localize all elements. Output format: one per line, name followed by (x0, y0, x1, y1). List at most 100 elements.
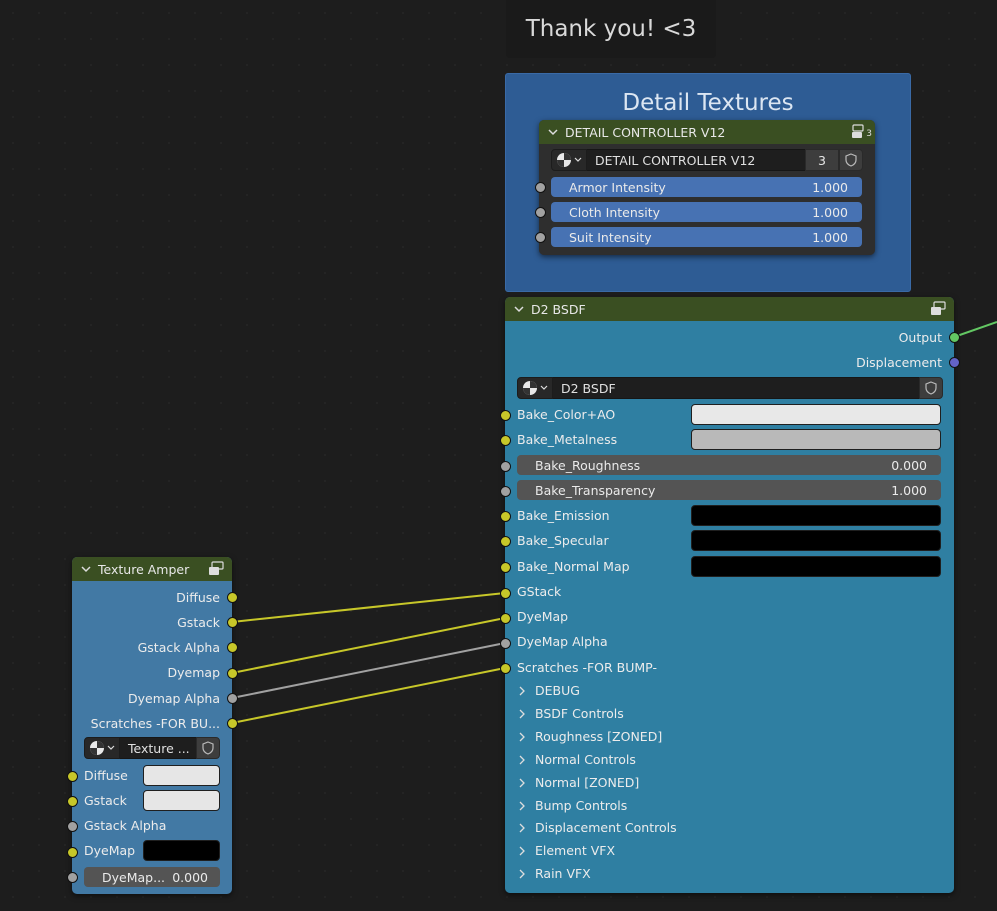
panel-normal-controls[interactable]: Normal Controls (517, 752, 636, 767)
group-name-field[interactable]: DETAIL CONTROLLER V12 (587, 149, 805, 171)
chevron-down-icon (540, 385, 548, 390)
socket-armor-intensity[interactable] (535, 182, 546, 193)
diffuse-output-label: Diffuse (176, 590, 220, 605)
gstack-alpha-input-label: Gstack Alpha (84, 818, 167, 833)
bake-roughness-slider[interactable]: Bake_Roughness 0.000 (517, 455, 941, 475)
panel-element-vfx[interactable]: Element VFX (517, 843, 615, 858)
node-tree-browse-button[interactable] (551, 149, 587, 171)
socket-dyemap-out[interactable] (227, 668, 238, 679)
socket-bake-transparency[interactable] (500, 486, 511, 497)
diffuse-swatch[interactable] (143, 765, 220, 786)
diffuse-input-label: Diffuse (84, 768, 128, 783)
node-header[interactable]: DETAIL CONTROLLER V12 3 (539, 120, 875, 144)
texture-amper-node[interactable]: Texture Amper Diffuse Gstack Gstack Alph… (67, 557, 238, 894)
chevron-right-icon (519, 801, 525, 810)
panel-bsdf-controls[interactable]: BSDF Controls (517, 706, 624, 721)
socket-gstack-alpha-in[interactable] (67, 821, 78, 832)
dyemap-swatch[interactable] (143, 840, 220, 861)
socket-dyemap-alpha-out[interactable] (227, 693, 238, 704)
group-name-field[interactable]: D2 BSDF (553, 377, 919, 399)
socket-scratches-out[interactable] (227, 718, 238, 729)
armor-intensity-slider[interactable]: Armor Intensity 1.000 (551, 177, 862, 197)
node-title: DETAIL CONTROLLER V12 (565, 124, 726, 140)
socket-diffuse-in[interactable] (67, 771, 78, 782)
slider-label: DyeMap... (102, 869, 166, 885)
socket-dyemap[interactable] (500, 613, 511, 624)
bake-normal-map-swatch[interactable] (691, 556, 941, 577)
socket-dyemap-in[interactable] (67, 847, 78, 858)
shield-icon (925, 381, 937, 395)
socket-bake-roughness[interactable] (500, 461, 511, 472)
socket-dyemap-alpha[interactable] (500, 638, 511, 649)
socket-displacement[interactable] (949, 357, 960, 368)
bake-color-ao-label: Bake_Color+AO (517, 407, 616, 422)
socket-bake-specular[interactable] (500, 536, 511, 547)
fake-user-button[interactable] (196, 737, 220, 759)
panel-debug[interactable]: DEBUG (517, 683, 580, 698)
socket-bake-emission[interactable] (500, 511, 511, 522)
socket-diffuse-out[interactable] (227, 592, 238, 603)
socket-scratches[interactable] (500, 663, 511, 674)
panel-displacement-controls[interactable]: Displacement Controls (517, 820, 677, 835)
node-user-count: 3 (866, 129, 872, 139)
socket-bake-normal-map[interactable] (500, 562, 511, 573)
detail-controller-node[interactable]: DETAIL CONTROLLER V12 3 DETAIL CONTROLLE… (535, 120, 875, 255)
socket-bake-metalness[interactable] (500, 435, 511, 446)
displacement-output-label: Displacement (856, 355, 942, 370)
socket-gstack-out[interactable] (227, 617, 238, 628)
socket-gstack-alpha-out[interactable] (227, 642, 238, 653)
collapse-chevron-icon[interactable] (513, 303, 525, 315)
chevron-down-icon (574, 157, 582, 162)
suit-intensity-slider[interactable]: Suit Intensity 1.000 (551, 227, 862, 247)
panel-roughness-zoned[interactable]: Roughness [ZONED] (517, 729, 662, 744)
node-group-icon[interactable] (208, 561, 226, 577)
socket-gstack[interactable] (500, 588, 511, 599)
dyemap-alpha-slider[interactable]: DyeMap... 0.000 (84, 867, 220, 887)
panel-rain-vfx[interactable]: Rain VFX (517, 866, 591, 881)
user-count-button[interactable]: 3 (805, 149, 839, 171)
socket-output[interactable] (949, 332, 960, 343)
bake-transparency-slider[interactable]: Bake_Transparency 1.000 (517, 480, 941, 500)
node-group-icon[interactable]: 3 (851, 124, 872, 140)
node-tree-browse-button[interactable] (517, 377, 553, 399)
group-selector[interactable]: Texture ... (84, 737, 220, 759)
cloth-intensity-slider[interactable]: Cloth Intensity 1.000 (551, 202, 862, 222)
slider-value: 0.000 (891, 457, 927, 473)
group-selector[interactable]: DETAIL CONTROLLER V12 3 (551, 149, 863, 171)
thank-you-frame[interactable]: Thank you! <3 (506, 0, 716, 58)
slider-label: Armor Intensity (569, 179, 666, 195)
panel-label: Roughness [ZONED] (535, 729, 663, 744)
node-tree-browse-button[interactable] (84, 737, 120, 759)
fake-user-button[interactable] (839, 149, 863, 171)
bake-emission-label: Bake_Emission (517, 508, 610, 523)
collapse-chevron-icon[interactable] (80, 563, 92, 575)
collapse-chevron-icon[interactable] (547, 126, 559, 138)
bake-color-ao-swatch[interactable] (691, 404, 941, 425)
chevron-right-icon (519, 846, 525, 855)
bake-specular-swatch[interactable] (691, 530, 941, 551)
slider-value: 1.000 (812, 229, 848, 245)
panel-normal-zoned[interactable]: Normal [ZONED] (517, 775, 639, 790)
gstack-swatch[interactable] (143, 790, 220, 811)
node-header[interactable]: D2 BSDF (505, 297, 954, 321)
shield-icon (845, 153, 857, 167)
panel-bump-controls[interactable]: Bump Controls (517, 798, 627, 813)
group-name-field[interactable]: Texture ... (120, 737, 196, 759)
group-selector[interactable]: D2 BSDF (517, 377, 943, 399)
panel-label: Displacement Controls (535, 820, 677, 835)
dyemap-input-label: DyeMap (84, 843, 136, 858)
bake-emission-swatch[interactable] (691, 505, 941, 526)
socket-gstack-in[interactable] (67, 796, 78, 807)
fake-user-button[interactable] (919, 377, 943, 399)
socket-suit-intensity[interactable] (535, 232, 546, 243)
panel-label: DEBUG (535, 683, 580, 698)
node-group-icon[interactable] (930, 301, 948, 317)
scratches-output-label: Scratches -FOR BU... (90, 716, 220, 731)
d2-bsdf-node[interactable]: D2 BSDF Output Displacement D2 BSDF Bake… (500, 297, 960, 893)
socket-cloth-intensity[interactable] (535, 207, 546, 218)
slider-label: Bake_Roughness (535, 457, 641, 473)
socket-dyemap-alpha-in[interactable] (67, 872, 78, 883)
socket-bake-color-ao[interactable] (500, 410, 511, 421)
bake-metalness-swatch[interactable] (691, 429, 941, 450)
node-header[interactable]: Texture Amper (72, 557, 232, 581)
